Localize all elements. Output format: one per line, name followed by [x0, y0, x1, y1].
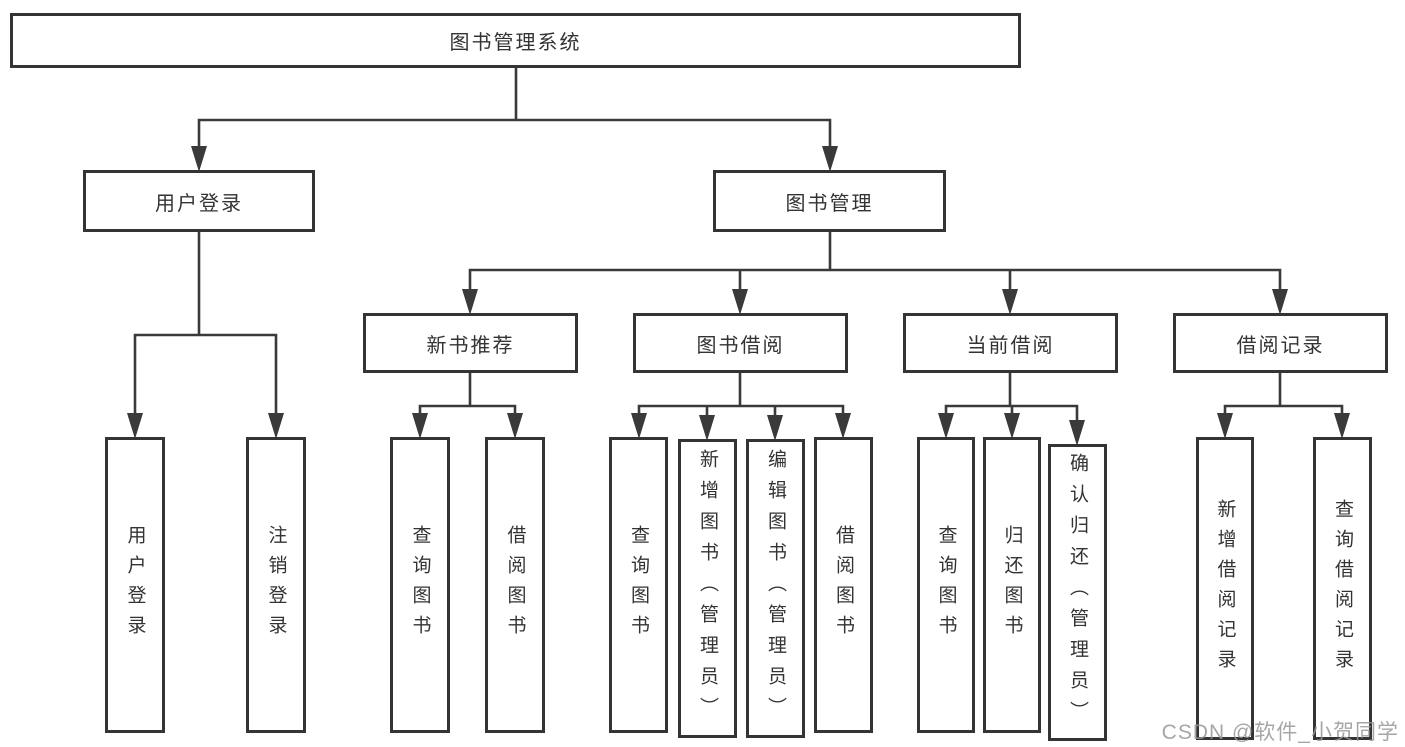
arrowhead	[191, 146, 207, 172]
leaf-bb-borrow-book: 借阅图书	[814, 437, 873, 733]
leaf-bb-query-book-label: 查询图书	[628, 525, 649, 645]
leaf-cb-query-book-label: 查询图书	[935, 525, 957, 645]
leaf-br-query-record-label: 查询借阅记录	[1332, 498, 1353, 679]
node-current-borrow-label: 当前借阅	[966, 334, 1055, 357]
leaf-bb-edit-book: 编辑图书（管理员）	[746, 439, 805, 738]
leaf-bb-query-book: 查询图书	[609, 437, 668, 733]
leaf-bb-edit-book-label: 编辑图书（管理员）	[765, 449, 786, 728]
leaf-br-add-record: 新增借阅记录	[1196, 437, 1254, 740]
arrowhead	[1069, 420, 1085, 446]
arrowhead	[938, 413, 954, 439]
node-user-login: 用户登录	[83, 170, 315, 232]
arrowhead	[127, 413, 143, 439]
arrowhead	[835, 413, 851, 439]
arrowhead	[1002, 289, 1018, 315]
node-book-management-label: 图书管理	[785, 192, 874, 215]
arrowhead	[822, 146, 838, 172]
arrowhead	[1217, 413, 1233, 439]
leaf-bb-borrow-book-label: 借阅图书	[833, 525, 854, 645]
node-new-book-recommend: 新书推荐	[363, 313, 578, 373]
node-book-management: 图书管理	[713, 170, 946, 232]
leaf-user-login-label: 用户登录	[124, 525, 146, 645]
connector-path	[133, 66, 1344, 430]
leaf-nb-query-book: 查询图书	[390, 437, 450, 733]
leaf-bb-add-book: 新增图书（管理员）	[678, 439, 737, 738]
arrowhead	[699, 415, 715, 441]
node-book-borrow-label: 图书借阅	[696, 334, 785, 357]
leaf-br-query-record: 查询借阅记录	[1313, 437, 1372, 740]
leaf-nb-query-book-label: 查询图书	[409, 525, 431, 645]
arrowhead	[732, 289, 748, 315]
arrowhead	[631, 413, 647, 439]
arrowhead	[1272, 289, 1288, 315]
leaf-cb-return-book-label: 归还图书	[1001, 525, 1023, 645]
arrowhead	[507, 413, 523, 439]
arrowhead	[412, 413, 428, 439]
node-root: 图书管理系统	[10, 13, 1021, 68]
node-borrow-records: 借阅记录	[1173, 313, 1388, 373]
csdn-watermark: CSDN @软件_小贺同学	[1161, 721, 1399, 744]
leaf-nb-borrow-book-label: 借阅图书	[504, 525, 526, 645]
arrowheads	[127, 146, 1350, 446]
arrowhead	[1334, 413, 1350, 439]
arrowhead	[268, 413, 284, 439]
node-user-login-label: 用户登录	[155, 192, 243, 215]
arrowhead	[767, 415, 783, 441]
leaf-br-add-record-label: 新增借阅记录	[1214, 498, 1236, 679]
arrowhead	[462, 289, 478, 315]
leaf-cb-confirm-return-label: 确认归还（管理员）	[1067, 453, 1088, 732]
leaf-user-login: 用户登录	[105, 437, 165, 733]
leaf-cb-confirm-return: 确认归还（管理员）	[1048, 444, 1107, 741]
node-new-book-recommend-label: 新书推荐	[426, 334, 515, 357]
leaf-bb-add-book-label: 新增图书（管理员）	[697, 449, 718, 728]
leaf-cb-return-book: 归还图书	[983, 437, 1041, 733]
arrowhead	[1004, 413, 1020, 439]
node-book-borrow: 图书借阅	[633, 313, 848, 373]
node-current-borrow: 当前借阅	[903, 313, 1118, 373]
leaf-cb-query-book: 查询图书	[917, 437, 975, 733]
leaf-nb-borrow-book: 借阅图书	[485, 437, 545, 733]
leaf-logout: 注销登录	[246, 437, 306, 733]
node-root-label: 图书管理系统	[449, 32, 582, 54]
leaf-logout-label: 注销登录	[265, 525, 287, 645]
node-borrow-records-label: 借阅记录	[1236, 334, 1325, 357]
